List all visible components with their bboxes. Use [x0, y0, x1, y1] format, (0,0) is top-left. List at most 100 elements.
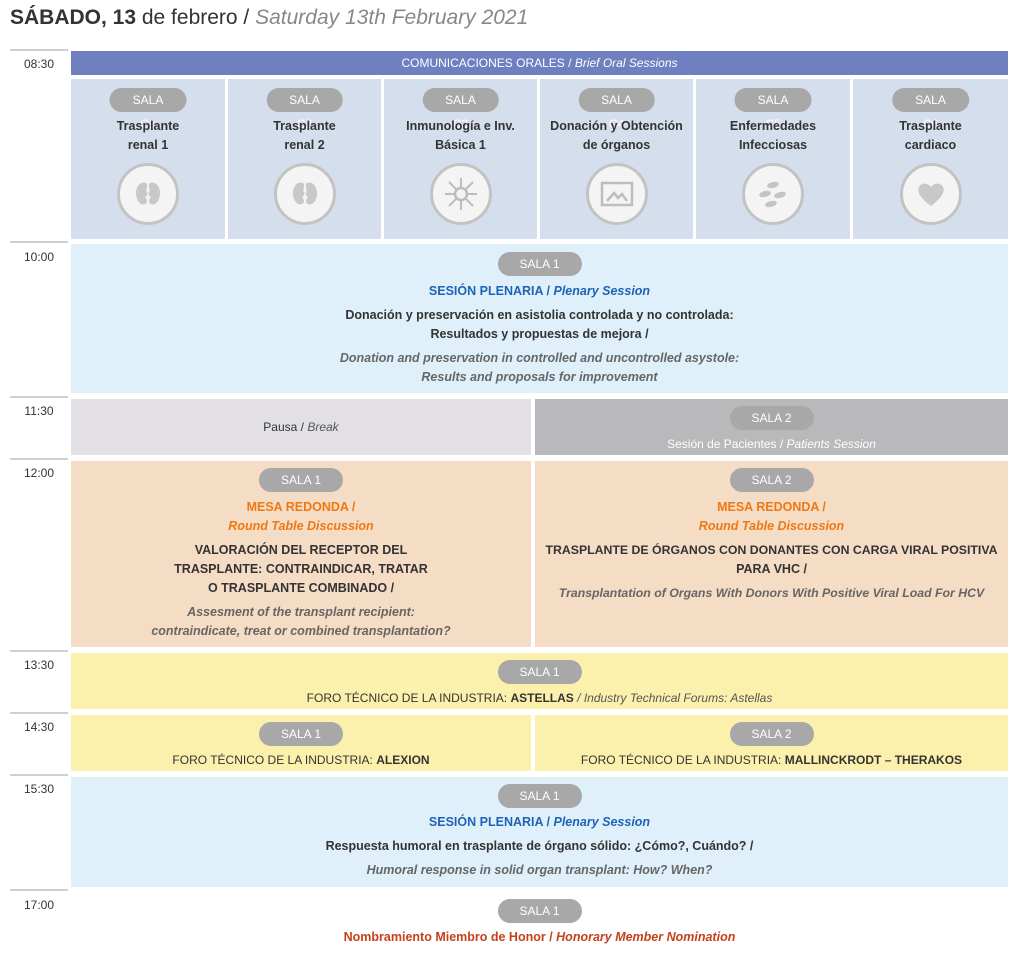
forum-label: FORO TÉCNICO DE LA INDUSTRIA: ASTELLAS /… — [71, 689, 1008, 708]
time-divider — [10, 712, 68, 714]
room-badge: SALA C5 — [734, 88, 812, 131]
round-label: MESA REDONDA / — [246, 500, 356, 514]
date-es-bold: SÁBADO, 13 — [10, 6, 137, 29]
room-title-line2: Infecciosas — [738, 138, 808, 152]
forum-es: FORO TÉCNICO DE LA INDUSTRIA: — [306, 691, 511, 705]
forum-label: FORO TÉCNICO DE LA INDUSTRIA: ALEXION — [71, 751, 531, 770]
break-block[interactable]: Pausa / Break — [71, 399, 531, 455]
room-title-line2: Básica 1 — [435, 138, 486, 152]
industry-forum-astellas[interactable]: SALA 1 FORO TÉCNICO DE LA INDUSTRIA: AST… — [71, 653, 1008, 709]
room-title-line1: Inmunología e Inv. — [406, 119, 515, 133]
break-en: Break — [307, 420, 339, 434]
room-card-c1[interactable]: SALA C1 Trasplante renal 1 — [71, 79, 225, 239]
plenary-title-es: Respuesta humoral en trasplante de órgan… — [325, 839, 754, 853]
round-title-es: TRASPLANTE: CONTRAINDICAR, TRATAR — [174, 562, 428, 576]
room-title: Trasplante cardiaco — [853, 117, 1008, 155]
break-es: Pausa / — [263, 420, 308, 434]
industry-forum-mallinckrodt[interactable]: SALA 2 FORO TÉCNICO DE LA INDUSTRIA: MAL… — [535, 715, 1008, 771]
time-label: 11:30 — [24, 404, 54, 418]
room-badge: SALA 1 — [497, 660, 582, 684]
date-es: de febrero / — [136, 6, 256, 29]
round-title-en: Transplantation of Organs With Donors Wi… — [558, 586, 985, 600]
plenary-label-en: Plenary Session — [553, 815, 651, 829]
round-table-2[interactable]: SALA 2 MESA REDONDA / Round Table Discus… — [535, 461, 1008, 647]
plenary-session-1[interactable]: SALA 1 SESIÓN PLENARIA / Plenary Session… — [71, 244, 1008, 393]
room-badge: SALA 2 — [729, 406, 814, 430]
cell-icon — [429, 163, 492, 225]
room-title-line1: Trasplante — [899, 119, 962, 133]
room-badge: SALA 1 — [497, 784, 582, 808]
patients-en: Patients Session — [786, 437, 876, 451]
honor-label-es: Nombramiento Miembro de Honor / — [343, 930, 557, 944]
plenary-label-es: SESIÓN PLENARIA / — [428, 815, 554, 829]
room-badge: SALA C6 — [891, 88, 970, 131]
honor-label-en: Honorary Member Nomination — [556, 930, 736, 944]
room-badge: SALA C4 — [578, 88, 655, 131]
round-title-en: contraindicate, treat or combined transp… — [151, 624, 451, 638]
room-title-line1: Donación y Obtención — [550, 119, 683, 133]
oral-title-es: COMUNICACIONES ORALES / — [401, 56, 575, 70]
forum-es: FORO TÉCNICO DE LA INDUSTRIA: — [580, 753, 785, 767]
date-en: Saturday 13th February 2021 — [255, 6, 529, 29]
room-badge: SALA 1 — [497, 899, 582, 923]
plenary-session-2[interactable]: SALA 1 SESIÓN PLENARIA / Plenary Session… — [71, 777, 1008, 887]
plenary-title-es: Resultados y propuestas de mejora / — [430, 327, 649, 341]
room-card-c2[interactable]: SALA C2 Trasplante renal 2 — [228, 79, 381, 239]
plenary-label: SESIÓN PLENARIA / Plenary Session — [71, 282, 1008, 301]
round-label-en: Round Table Discussion — [228, 519, 374, 533]
room-title: Trasplante renal 1 — [71, 117, 225, 155]
room-card-c6[interactable]: SALA C6 Trasplante cardiaco — [853, 79, 1008, 239]
room-card-c4[interactable]: SALA C4 Donación y Obtención de órganos — [540, 79, 693, 239]
oral-sessions-header: COMUNICACIONES ORALES / Brief Oral Sessi… — [71, 51, 1008, 75]
oral-title-en: Brief Oral Sessions — [574, 56, 678, 70]
room-badge: SALA C2 — [266, 88, 343, 131]
round-title-en: Assesment of the transplant recipient: — [187, 605, 415, 619]
plenary-label-es: SESIÓN PLENARIA / — [428, 284, 554, 298]
round-title-es: O TRASPLANTE COMBINADO / — [207, 581, 395, 595]
round-table-1[interactable]: SALA 1 MESA REDONDA / Round Table Discus… — [71, 461, 531, 647]
industry-forum-alexion[interactable]: SALA 1 FORO TÉCNICO DE LA INDUSTRIA: ALE… — [71, 715, 531, 771]
time-divider — [10, 774, 68, 776]
round-title-es: TRASPLANTE DE ÓRGANOS CON DONANTES CON C… — [545, 543, 998, 557]
room-title-line1: Enfermedades — [729, 119, 817, 133]
room-title-line2: de órganos — [582, 138, 651, 152]
plenary-title-en: Humoral response in solid organ transpla… — [366, 863, 713, 877]
room-title-line1: Trasplante — [116, 119, 180, 133]
time-divider — [10, 241, 68, 243]
break-label: Pausa / Break — [71, 418, 531, 437]
plenary-title-en: Results and proposals for improvement — [421, 370, 658, 384]
round-title-es: VALORACIÓN DEL RECEPTOR DEL — [194, 543, 408, 557]
plenary-label: SESIÓN PLENARIA / Plenary Session — [71, 813, 1008, 832]
forum-label: FORO TÉCNICO DE LA INDUSTRIA: MALLINCKRO… — [535, 751, 1008, 770]
room-title-line1: Trasplante — [273, 119, 336, 133]
plenary-label-en: Plenary Session — [553, 284, 651, 298]
plenary-title-en: Donation and preservation in controlled … — [339, 351, 740, 365]
room-title-line2: renal 1 — [127, 138, 169, 152]
patients-session[interactable]: SALA 2 Sesión de Pacientes / Patients Se… — [535, 399, 1008, 455]
round-label-en: Round Table Discussion — [698, 519, 845, 533]
room-badge: SALA 1 — [258, 468, 344, 492]
time-label: 14:30 — [23, 720, 55, 734]
patients-label: Sesión de Pacientes / Patients Session — [535, 435, 1008, 454]
patients-es: Sesión de Pacientes / — [667, 437, 787, 451]
transfer-icon — [585, 163, 648, 225]
room-badge: SALA 1 — [258, 722, 344, 746]
forum-sponsor: MALLINCKRODT – THERAKOS — [784, 753, 963, 767]
room-title: Donación y Obtención de órganos — [540, 117, 693, 155]
honorary-member-session[interactable]: SALA 1 Nombramiento Miembro de Honor / H… — [71, 892, 1008, 952]
forum-es: FORO TÉCNICO DE LA INDUSTRIA: — [172, 753, 377, 767]
time-divider — [10, 396, 68, 398]
room-badge: SALA C1 — [109, 88, 187, 131]
room-title-line2: cardiaco — [904, 138, 957, 152]
time-label: 15:30 — [23, 782, 55, 796]
time-label: 17:00 — [23, 898, 55, 912]
time-label: 13:30 — [23, 658, 55, 672]
room-card-c3[interactable]: SALA C3 Inmunología e Inv.Básica 1 — [384, 79, 537, 239]
bacteria-icon — [742, 163, 804, 225]
time-label: 10:00 — [23, 250, 55, 264]
honor-label: Nombramiento Miembro de Honor / Honorary… — [71, 928, 1008, 947]
room-badge: SALA 2 — [729, 722, 814, 746]
room-title-line2: renal 2 — [284, 138, 325, 152]
